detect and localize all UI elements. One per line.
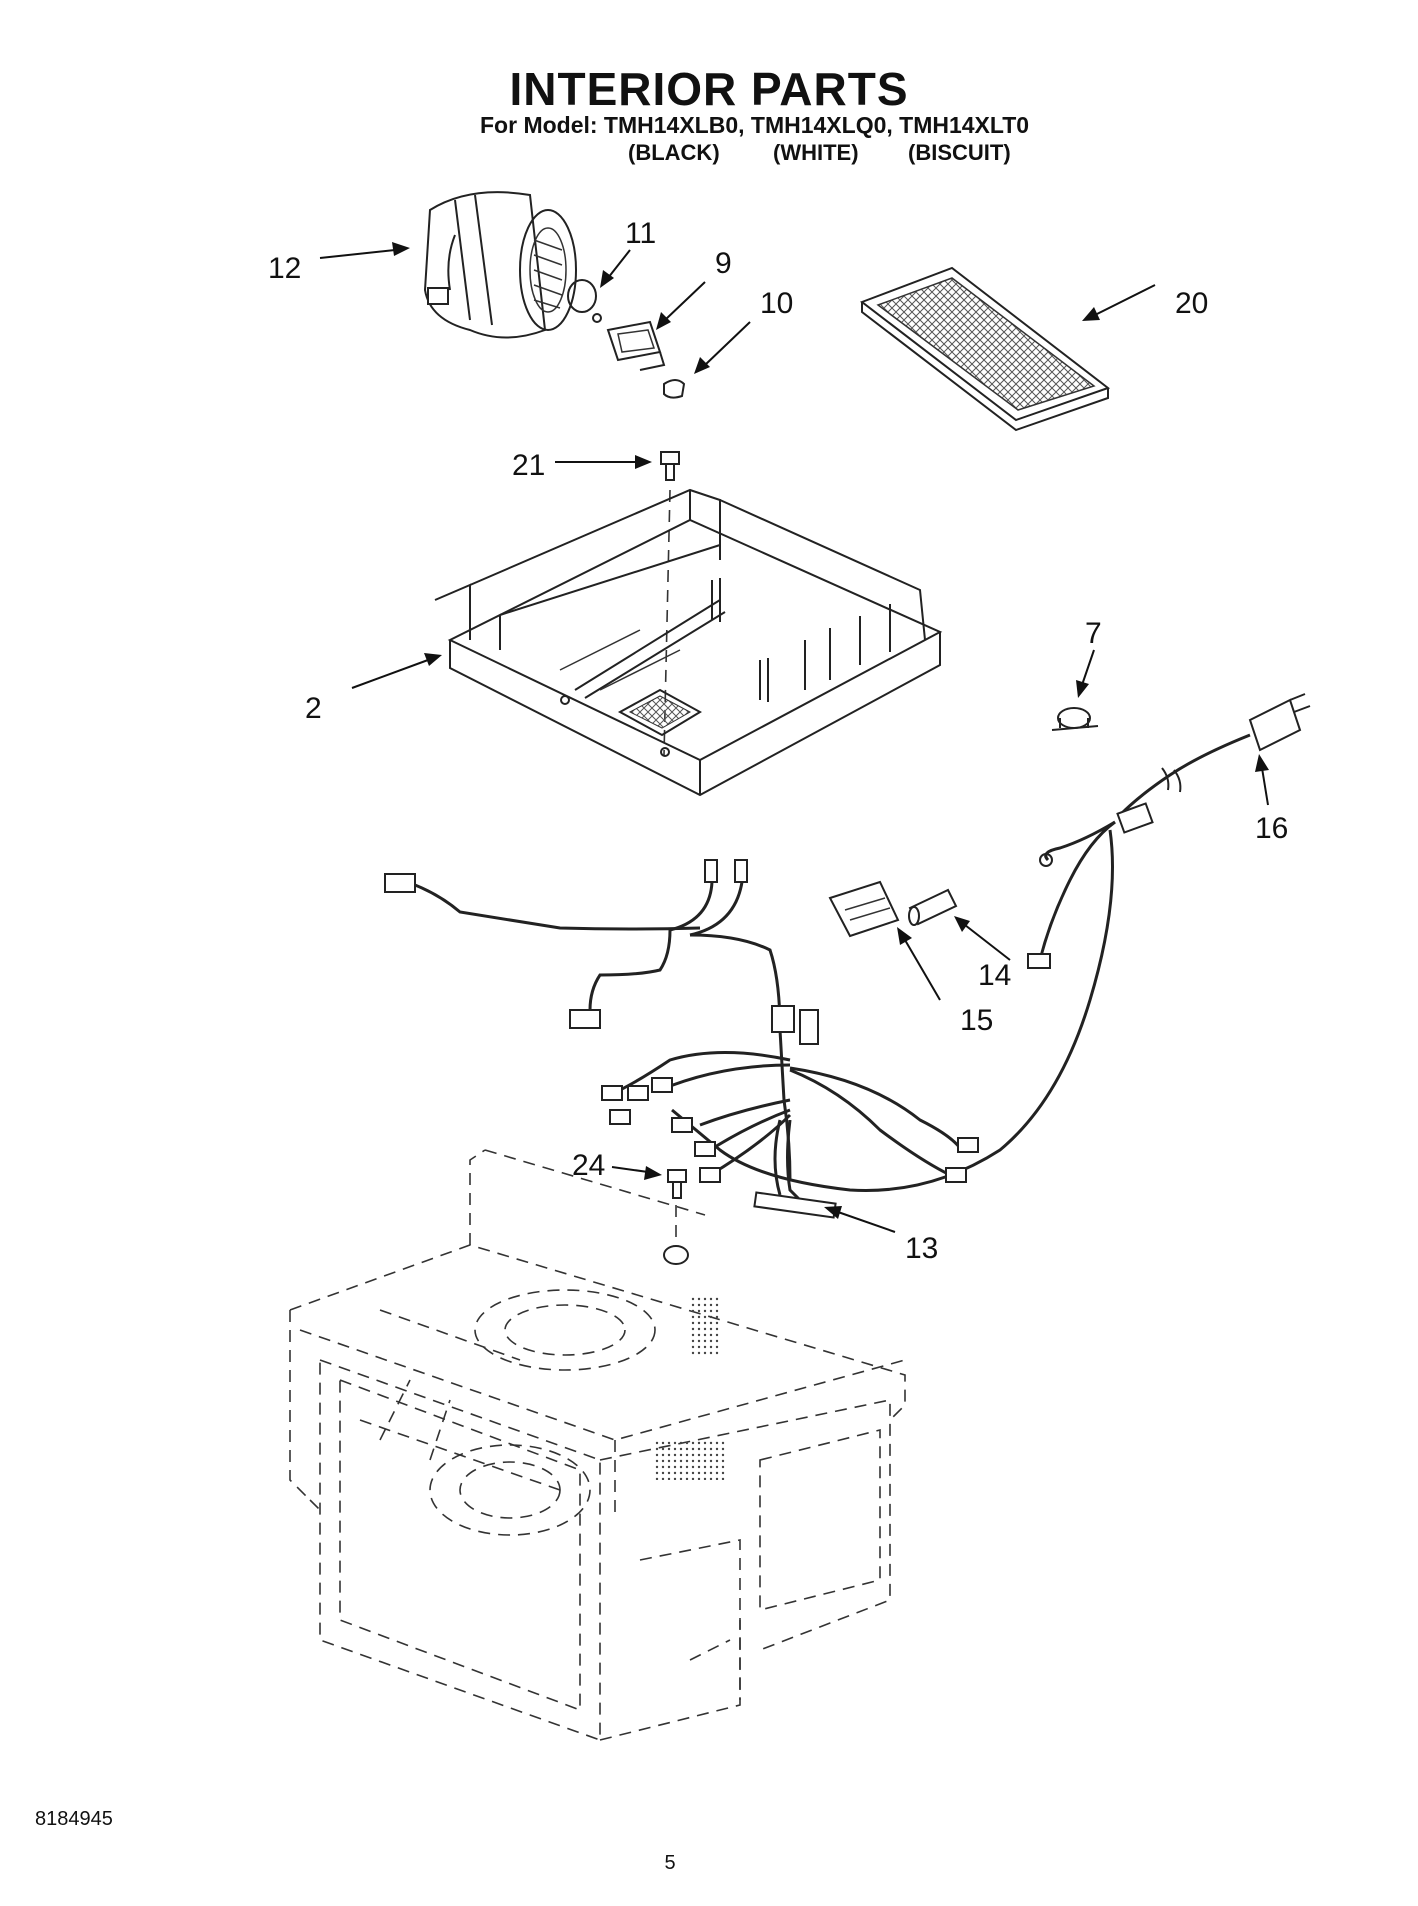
callout-20: 20 — [1175, 287, 1208, 320]
blower-motor-part — [423, 191, 577, 339]
screw-part-21 — [660, 451, 680, 481]
variant-biscuit: (BISCUIT) — [908, 140, 1011, 165]
ring-part — [567, 279, 602, 323]
fuse-holder-part — [828, 880, 900, 938]
fuse-part — [908, 888, 958, 926]
variant-white: (WHITE) — [773, 140, 859, 165]
power-cord-part — [671, 693, 1311, 1192]
bulb-clip-part — [663, 379, 686, 399]
grease-filter-part — [859, 266, 1111, 432]
base-plate-part — [434, 488, 943, 797]
callout-2: 2 — [305, 692, 322, 725]
model-list: For Model: TMH14XLB0, TMH14XLQ0, TMH14XL… — [480, 112, 1030, 138]
callout-13: 13 — [905, 1232, 938, 1265]
callout-10: 10 — [760, 287, 793, 320]
page-number: 5 — [664, 1852, 676, 1874]
variant-black: (BLACK) — [628, 140, 720, 165]
thermal-cutout-part — [1051, 707, 1099, 731]
callout-16: 16 — [1255, 812, 1288, 845]
callout-11: 11 — [625, 217, 656, 250]
callout-15: 15 — [960, 1004, 993, 1037]
callout-12: 12 — [268, 252, 301, 285]
callout-7: 7 — [1085, 617, 1102, 650]
document-number: 8184945 — [35, 1808, 113, 1830]
lamp-socket-part — [606, 320, 666, 371]
microwave-cabinet-outline — [289, 1149, 906, 1742]
page-title: INTERIOR PARTS — [509, 63, 909, 115]
ground-washer — [663, 1245, 689, 1265]
callout-24: 24 — [572, 1149, 605, 1182]
screw-part-24 — [667, 1169, 687, 1199]
callout-21: 21 — [512, 449, 545, 482]
callout-9: 9 — [715, 247, 732, 280]
wiring-harness-part — [384, 859, 979, 1219]
leader-lines — [319, 242, 1269, 1233]
callout-14: 14 — [978, 959, 1011, 992]
